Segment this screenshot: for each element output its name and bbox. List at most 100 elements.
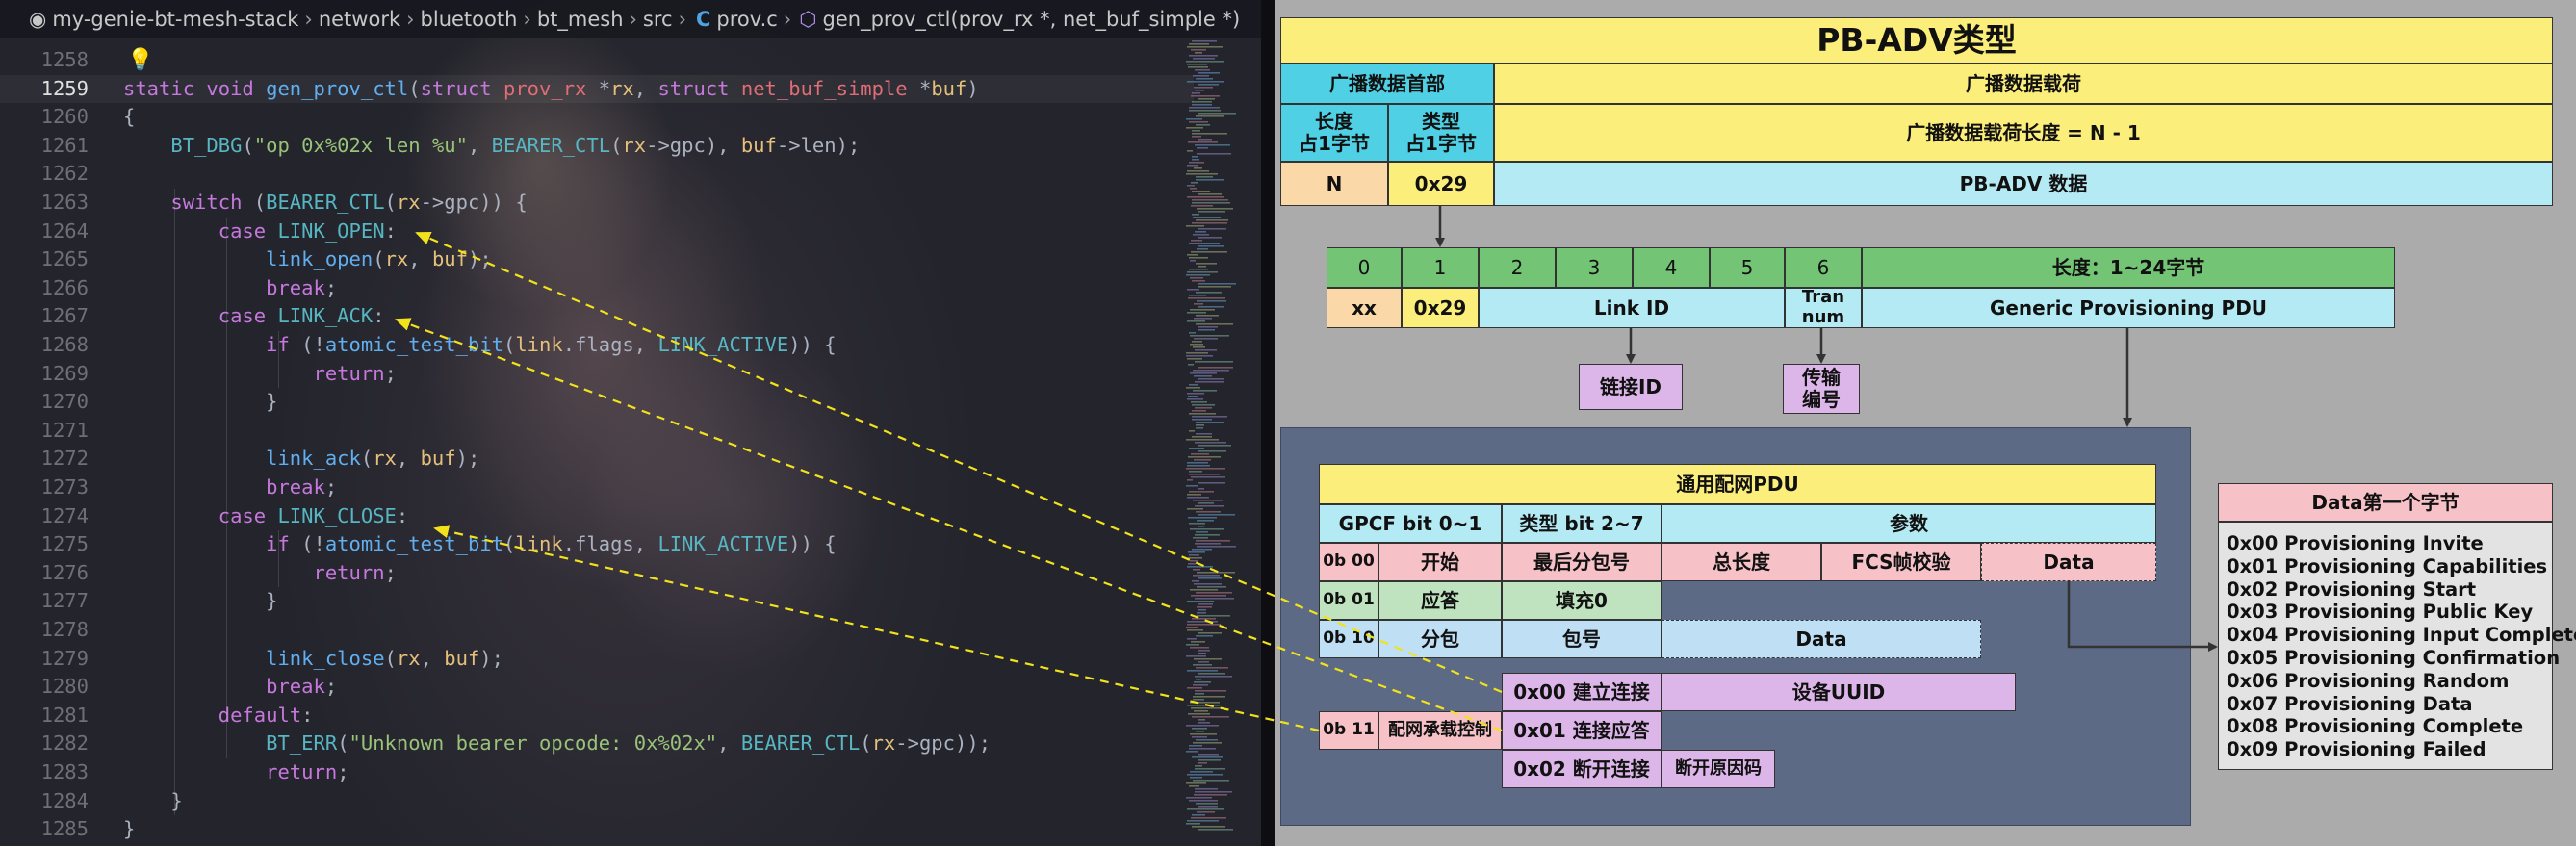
diagram-title: PB-ADV类型 [1280, 17, 2553, 64]
minimap-line [1198, 286, 1231, 288]
minimap-line [1189, 745, 1202, 747]
code-line[interactable]: 1263 switch (BEARER_CTL(rx->gpc)) { [0, 189, 1194, 217]
line-text: if (!atomic_test_bit(link.flags, LINK_AC… [266, 532, 837, 556]
minimap-line [1187, 508, 1203, 510]
gpcf-code: 0b 01 [1319, 581, 1378, 620]
minimap-line [1198, 193, 1222, 195]
code-line[interactable]: 1258 [0, 46, 1194, 74]
minimap-line [1198, 514, 1235, 516]
minimap-line [1187, 165, 1198, 167]
code-line[interactable]: 1274 case LINK_CLOSE: [0, 502, 1194, 530]
line-number: 1275 [40, 532, 89, 556]
minimap-line [1186, 751, 1198, 753]
minimap-line [1195, 534, 1220, 536]
minimap-line [1198, 306, 1224, 308]
code-line[interactable]: 1273 break; [0, 474, 1194, 501]
minimap-line [1198, 502, 1214, 504]
minimap-line [1196, 179, 1224, 181]
gpcf-header: GPCF bit 0~1 [1319, 504, 1502, 543]
minimap-line [1193, 346, 1205, 348]
minimap-line [1187, 358, 1202, 360]
minimap-line [1195, 407, 1212, 409]
minimap-line [1189, 269, 1208, 270]
code-line[interactable]: 1261 BT_DBG("op 0x%02x len %u", BEARER_C… [0, 132, 1194, 160]
minimap-line [1187, 566, 1213, 568]
code-line[interactable]: 1260{ [0, 103, 1194, 131]
minimap-line [1195, 768, 1225, 770]
code-line[interactable]: 1270 } [0, 388, 1194, 416]
code-line[interactable]: 1277 } [0, 587, 1194, 615]
code-line[interactable]: 1283 return; [0, 758, 1194, 786]
minimap-line [1187, 638, 1197, 640]
code-line[interactable]: 1276 return; [0, 559, 1194, 587]
code-line[interactable]: 1267 case LINK_ACK: [0, 302, 1194, 330]
lightbulb-icon[interactable]: 💡 [127, 48, 154, 72]
code-line[interactable]: 1282 BT_ERR("Unknown bearer opcode: 0x%0… [0, 730, 1194, 757]
line-text: link_close(rx, buf); [266, 646, 503, 670]
breadcrumb-item[interactable]: src [642, 8, 673, 31]
minimap-line [1198, 113, 1236, 115]
minimap-line [1198, 228, 1226, 230]
code-line[interactable]: 1266 break; [0, 274, 1194, 302]
minimap-line [1189, 430, 1195, 432]
minimap-line [1191, 641, 1205, 643]
minimap-line [1198, 326, 1218, 328]
code-line[interactable]: 1271 [0, 417, 1194, 445]
minimap-line [1192, 549, 1212, 551]
gpcf-name: 配网承载控制 [1378, 711, 1502, 750]
minimap-line [1196, 531, 1208, 533]
code-line[interactable]: 1285} [0, 815, 1194, 843]
code-line[interactable]: 1264 case LINK_OPEN: [0, 218, 1194, 245]
minimap-line [1191, 182, 1198, 184]
minimap-line [1192, 580, 1199, 582]
minimap-line [1196, 592, 1232, 594]
minimap-line [1193, 699, 1204, 701]
minimap-line [1194, 710, 1208, 712]
code-line[interactable]: 1262 [0, 160, 1194, 188]
minimap-line [1194, 459, 1211, 461]
breadcrumb-item[interactable]: my-genie-bt-mesh-stack [52, 8, 299, 31]
minimap-line [1196, 511, 1221, 513]
line-text: return; [266, 760, 349, 783]
breadcrumb-item[interactable]: network [318, 8, 401, 31]
byte-list-item: 0x08 Provisioning Complete [2227, 715, 2524, 738]
code-line[interactable]: 1278 [0, 616, 1194, 644]
line-text: switch (BEARER_CTL(rx->gpc)) { [170, 191, 528, 214]
breadcrumb-item[interactable]: gen_prov_ctl(prov_rx *, net_buf_simple *… [822, 8, 1241, 31]
breadcrumb-item[interactable]: bluetooth [420, 8, 518, 31]
chevron-right-icon: › [523, 8, 531, 31]
minimap-line [1190, 589, 1218, 591]
code-line[interactable]: 1269 return; [0, 360, 1194, 388]
minimap-line [1196, 424, 1204, 426]
code-line[interactable]: 1280 break; [0, 673, 1194, 701]
minimap-line [1189, 121, 1208, 123]
code-line[interactable]: 1279 link_close(rx, buf); [0, 645, 1194, 673]
minimap-line [1189, 243, 1220, 244]
byte-list-item: 0x02 Provisioning Start [2227, 577, 2477, 601]
breadcrumb-item[interactable]: prov.c [716, 8, 778, 31]
byte-index: 2 [1479, 247, 1556, 288]
param-close-reason: 断开原因码 [1662, 750, 1775, 788]
param-data: Data [1662, 620, 1981, 658]
minimap-line [1196, 78, 1213, 80]
generic-pdu-title: 通用配网PDU [1319, 464, 2156, 504]
code-line[interactable]: 1265 link_open(rx, buf); [0, 245, 1194, 273]
minimap-line [1198, 754, 1219, 756]
line-number: 1259 [40, 76, 89, 100]
code-line[interactable]: 1284 } [0, 787, 1194, 815]
minimap-line [1192, 436, 1212, 438]
type-bits-value: 填充0 [1502, 581, 1662, 620]
minimap-line [1191, 95, 1220, 97]
code-line[interactable]: 1281 default: [0, 702, 1194, 730]
code-editor[interactable]: ◉my-genie-bt-mesh-stack›network›bluetoot… [0, 0, 1261, 846]
breadcrumb-item[interactable]: bt_mesh [536, 8, 624, 31]
code-line[interactable]: 1275 if (!atomic_test_bit(link.flags, LI… [0, 530, 1194, 558]
minimap-line [1186, 274, 1210, 276]
code-line[interactable]: 1268 if (!atomic_test_bit(link.flags, LI… [0, 331, 1194, 359]
minimap[interactable] [1184, 40, 1242, 839]
code-line[interactable]: 1272 link_ack(rx, buf); [0, 445, 1194, 473]
byte-list-item: 0x06 Provisioning Random [2227, 669, 2510, 692]
line-text: return; [313, 560, 397, 584]
minimap-line [1193, 500, 1223, 501]
